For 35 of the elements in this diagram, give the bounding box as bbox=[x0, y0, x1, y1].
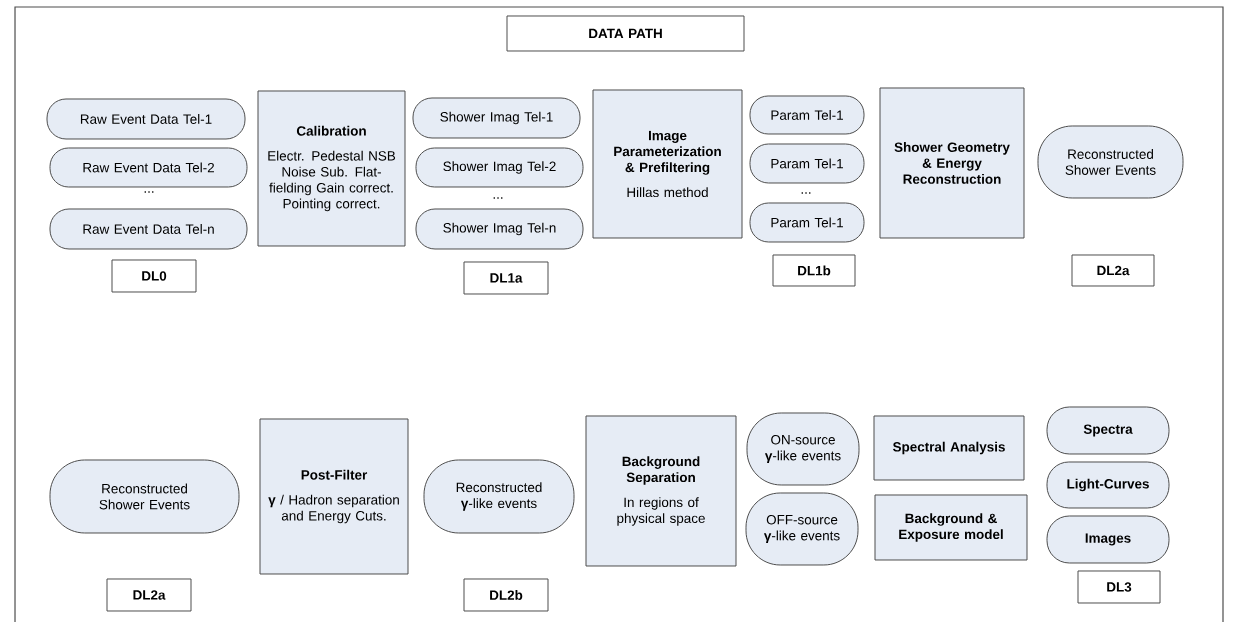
process-box: Post-Filter γ / Hadron separation and Energy Cuts. bbox=[259, 418, 409, 575]
process-box: Spectral Analysis bbox=[873, 415, 1025, 481]
rounded-box: Raw Event Data Tel-n bbox=[49, 208, 248, 250]
rounded-box: Light-Curves bbox=[1046, 461, 1170, 509]
rounded-box: Param Tel-1 bbox=[749, 143, 865, 184]
level-tag: DL2b bbox=[463, 578, 549, 612]
ellipsis-text: ... bbox=[493, 197, 503, 199]
level-tag: DL1b bbox=[772, 254, 856, 287]
rounded-box: Shower Imag Tel-2 bbox=[415, 147, 584, 188]
rounded-box: Images bbox=[1046, 515, 1170, 564]
rounded-box: Raw Event Data Tel-1 bbox=[46, 98, 246, 140]
process-box: Background Separation In regions of physical space bbox=[585, 415, 737, 567]
rounded-box: Reconstructed γ-like events bbox=[423, 459, 575, 534]
ellipsis-text: ... bbox=[801, 192, 811, 194]
process-box: Calibration Electr. Pedestal NSB Noise Sub. Flat-fielding Gain correct. Pointing correct. bbox=[257, 90, 406, 247]
ellipsis-text: ... bbox=[144, 191, 154, 193]
level-tag: DL3 bbox=[1077, 570, 1161, 604]
process-box: Shower Geometry & Energy Reconstruction bbox=[879, 87, 1025, 239]
rounded-box: OFF-source γ-like events bbox=[745, 492, 859, 566]
rounded-box: Spectra bbox=[1046, 406, 1170, 455]
title-box: DATA PATH bbox=[506, 15, 745, 52]
process-box: Background & Exposure model bbox=[874, 494, 1028, 561]
rounded-box: Shower Imag Tel-n bbox=[415, 208, 584, 250]
rounded-box: ON-source γ-like events bbox=[746, 412, 860, 486]
process-box: Image Parameterization & Prefiltering Hillas method bbox=[592, 89, 743, 239]
rounded-box: Raw Event Data Tel-2 bbox=[49, 147, 248, 188]
level-tag: DL1a bbox=[463, 261, 549, 295]
level-tag: DL0 bbox=[111, 259, 197, 293]
rounded-box: Param Tel-1 bbox=[749, 202, 865, 243]
level-tag: DL2a bbox=[1071, 254, 1155, 287]
rounded-box: Reconstructed Shower Events bbox=[1037, 125, 1184, 199]
rounded-box: Reconstructed Shower Events bbox=[49, 459, 240, 534]
rounded-box: Param Tel-1 bbox=[749, 95, 865, 135]
rounded-box: Shower Imag Tel-1 bbox=[412, 97, 581, 139]
level-tag: DL2a bbox=[106, 578, 192, 612]
